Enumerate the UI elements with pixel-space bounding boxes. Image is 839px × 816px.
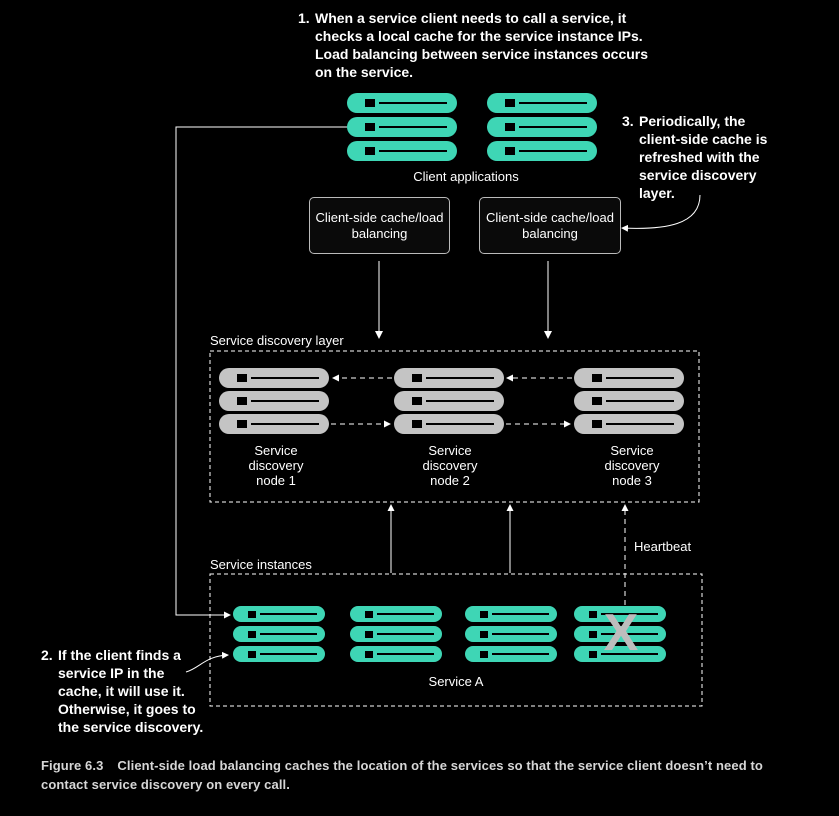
service-instances-label: Service instances bbox=[210, 557, 312, 572]
note-1: 1. When a service client needs to call a… bbox=[298, 9, 648, 80]
discovery-node-2-server bbox=[394, 368, 504, 434]
discovery-node-3-server bbox=[574, 368, 684, 434]
service-a-label: Service A bbox=[428, 674, 484, 689]
cache-box-2: Client-side cache/load balancing bbox=[479, 197, 621, 254]
discovery-node-3-label: Service discovery node 3 bbox=[604, 443, 660, 488]
heartbeat-label: Heartbeat bbox=[634, 539, 692, 554]
note-1-number: 1. bbox=[298, 10, 310, 26]
note-2-number: 2. bbox=[41, 647, 53, 663]
note-2: 2. If the client finds a service IP in t… bbox=[41, 646, 203, 735]
client-app-server-2 bbox=[487, 93, 597, 161]
note-3-text: Periodically, the client-side cache is r… bbox=[639, 113, 768, 201]
discovery-node-1-label: Service discovery node 1 bbox=[248, 443, 304, 488]
service-discovery-layer-box bbox=[209, 350, 700, 503]
service-instance-3 bbox=[465, 606, 557, 662]
note-2-text: If the client finds a service IP in the … bbox=[58, 647, 204, 735]
service-discovery-layer-label: Service discovery layer bbox=[210, 333, 344, 348]
note-3-number: 3. bbox=[622, 113, 634, 129]
figure-caption-text: Client-side load balancing caches the lo… bbox=[41, 758, 763, 792]
client-to-instance-line bbox=[175, 126, 347, 619]
note-3: 3. Periodically, the client-side cache i… bbox=[622, 112, 767, 201]
discovery-node-2-label: Service discovery node 2 bbox=[422, 443, 478, 488]
service-instance-2 bbox=[350, 606, 442, 662]
service-instances-box bbox=[209, 573, 703, 707]
note2-pointer-arrow bbox=[185, 651, 229, 673]
service-instance-1 bbox=[233, 606, 325, 662]
note3-pointer-arrow bbox=[621, 194, 701, 232]
note-1-text: When a service client needs to call a se… bbox=[315, 10, 649, 80]
cache-box-1: Client-side cache/load balancing bbox=[309, 197, 450, 254]
figure-number: Figure 6.3 bbox=[41, 758, 104, 773]
client-app-server-1 bbox=[347, 93, 457, 161]
client-applications-label: Client applications bbox=[413, 169, 519, 184]
failed-instance-x-icon: X bbox=[603, 604, 639, 662]
discovery-node-1-server bbox=[219, 368, 329, 434]
